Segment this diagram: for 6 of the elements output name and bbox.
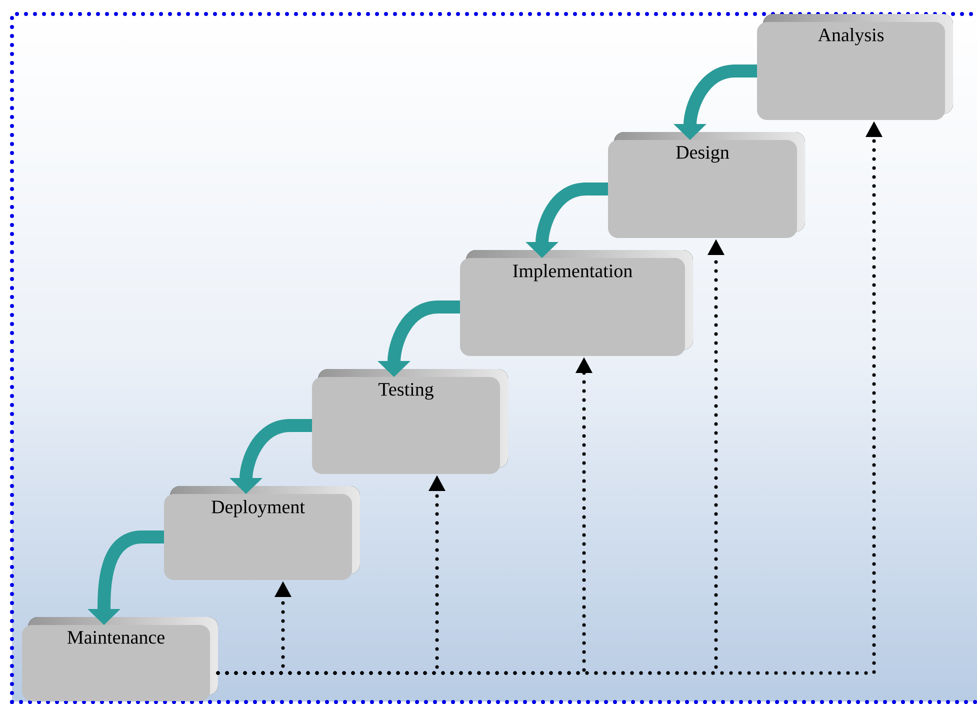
step-box: Design: [608, 132, 805, 238]
step-box: Implementation: [460, 250, 693, 356]
step-box: Analysis: [757, 14, 954, 120]
step-box: Deployment: [164, 486, 360, 580]
step-box: Maintenance: [22, 617, 218, 701]
step-box: Testing: [312, 369, 508, 474]
